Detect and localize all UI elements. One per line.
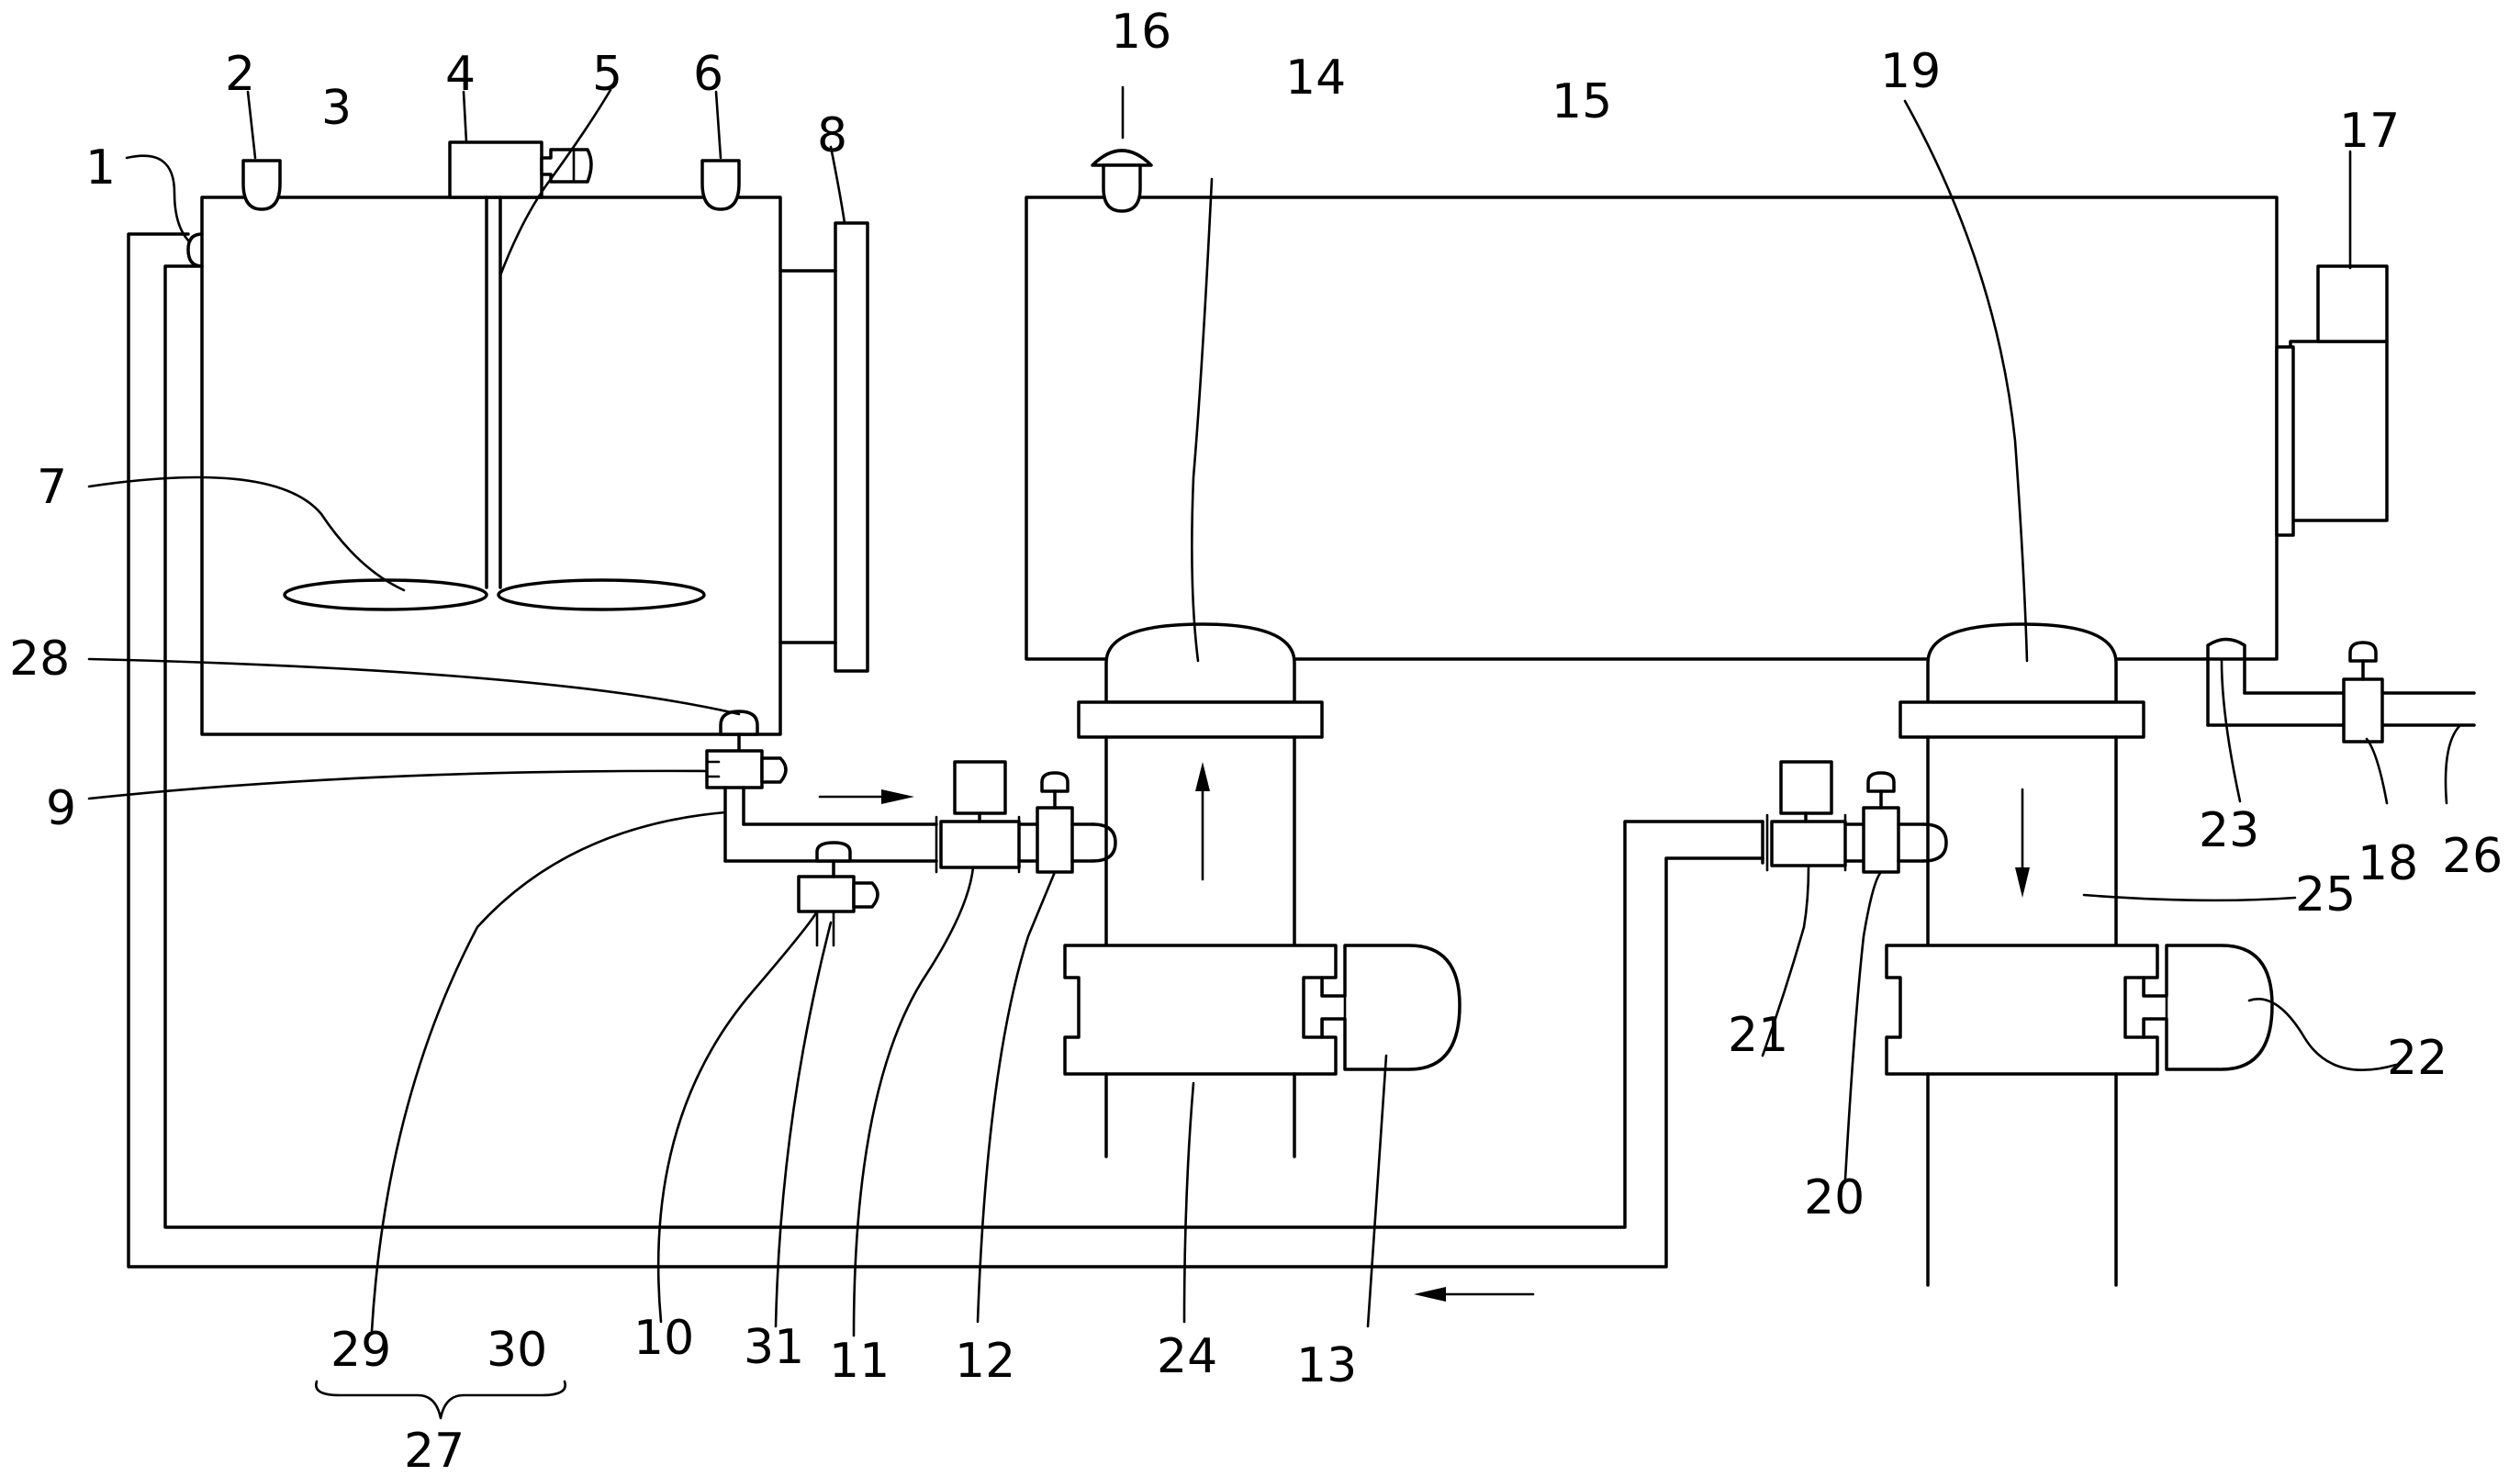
valve-9 xyxy=(705,749,764,789)
flow-arrow-right xyxy=(818,789,914,804)
vessel-motor-17 xyxy=(2316,264,2389,343)
pump-21 xyxy=(1761,760,1847,872)
label-22: 22 xyxy=(2387,1031,2447,1086)
label-13: 13 xyxy=(1296,1338,1357,1393)
label-28: 28 xyxy=(9,632,70,687)
column-dome-19 xyxy=(1926,622,2118,704)
label-4: 4 xyxy=(445,47,476,102)
label-3: 3 xyxy=(321,81,352,136)
pump-11 xyxy=(935,760,1021,874)
label-5: 5 xyxy=(592,47,622,102)
branch-nozzle-31 xyxy=(815,841,852,863)
flow-arrows xyxy=(818,762,2030,1302)
label-21: 21 xyxy=(1728,1008,1788,1063)
leader-lines xyxy=(87,85,2462,1420)
label-6: 6 xyxy=(693,47,723,102)
column-25 xyxy=(1885,622,2274,1287)
part-labels: 1 2 3 4 5 6 7 8 9 10 11 12 13 14 15 16 1… xyxy=(9,5,2503,1476)
label-2: 2 xyxy=(225,47,255,102)
label-14: 14 xyxy=(1285,50,1346,106)
label-27: 27 xyxy=(404,1424,465,1476)
heater-13 xyxy=(1302,944,1462,1071)
mixing-tank xyxy=(186,140,869,736)
impeller-blade-left xyxy=(283,578,488,611)
inlet-nozzle-6 xyxy=(700,159,741,211)
outlet-pipe-29 xyxy=(705,732,938,947)
return-pipe-30 xyxy=(127,232,1764,1269)
label-16: 16 xyxy=(1111,5,1171,60)
return-inlet-1 xyxy=(186,232,204,268)
inlet-nozzle-2 xyxy=(241,159,282,211)
impeller-blade-right xyxy=(497,578,706,611)
label-11: 11 xyxy=(829,1334,890,1389)
column-24 xyxy=(1063,622,1462,1158)
valve-18 xyxy=(2342,677,2384,744)
heater-22 xyxy=(2123,944,2274,1071)
label-12: 12 xyxy=(955,1334,1015,1389)
vent-16 xyxy=(1091,149,1153,167)
label-15: 15 xyxy=(1551,74,1612,129)
bottom-outlet-28 xyxy=(719,710,759,736)
column-dome-14 xyxy=(1104,622,1296,704)
label-26: 26 xyxy=(2442,829,2503,884)
label-25: 25 xyxy=(2295,867,2356,922)
label-19: 19 xyxy=(1880,44,1941,99)
label-9: 9 xyxy=(46,781,76,836)
label-20: 20 xyxy=(1804,1170,1865,1225)
motor-end-cap xyxy=(540,148,593,184)
label-24: 24 xyxy=(1157,1329,1217,1384)
label-23: 23 xyxy=(2199,803,2259,858)
label-10: 10 xyxy=(633,1311,694,1366)
vessel-drive-17 xyxy=(2289,340,2389,522)
drain-valve-actuator xyxy=(852,881,879,909)
valve-9-actuator xyxy=(760,756,788,784)
agitator-motor xyxy=(448,140,543,199)
label-18: 18 xyxy=(2358,836,2418,891)
valve-20 xyxy=(1843,771,1948,874)
label-1: 1 xyxy=(85,140,116,196)
label-30: 30 xyxy=(487,1323,547,1378)
flow-arrow-up xyxy=(1195,762,1210,881)
drain-valve-10 xyxy=(797,875,856,913)
label-7: 7 xyxy=(37,460,67,515)
side-panel-8 xyxy=(834,221,869,673)
label-8: 8 xyxy=(817,108,847,163)
flow-arrow-down xyxy=(2015,788,2030,898)
flow-arrow-left xyxy=(1414,1287,1535,1302)
label-29: 29 xyxy=(330,1323,391,1378)
reaction-vessel-15 xyxy=(1025,149,2476,744)
label-17: 17 xyxy=(2339,104,2400,159)
label-31: 31 xyxy=(744,1320,804,1375)
valve-12 xyxy=(1017,771,1117,874)
